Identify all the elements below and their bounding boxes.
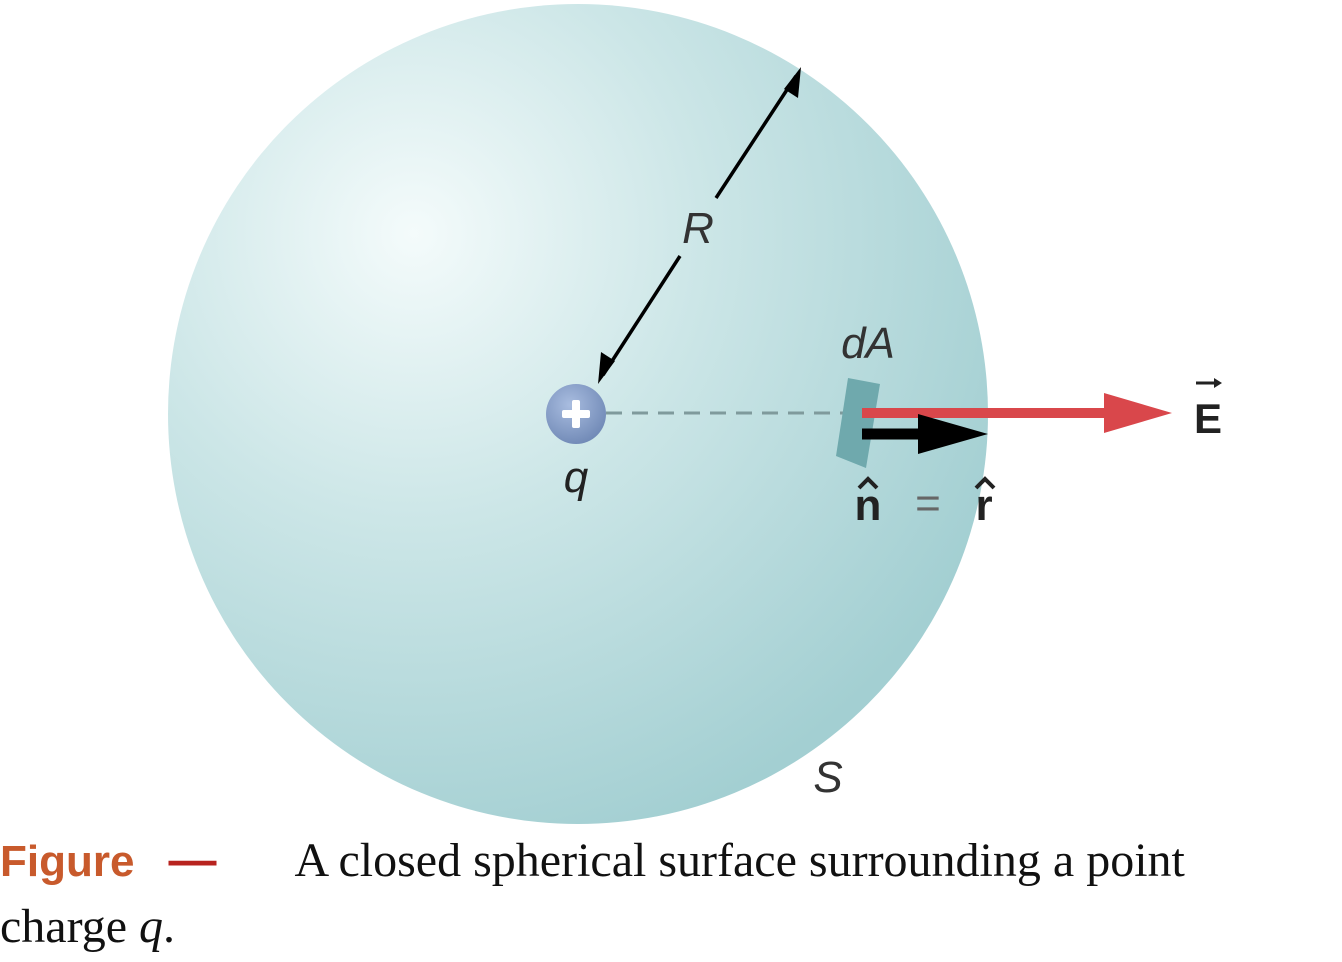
- caption-figure-label: Figure: [0, 837, 135, 886]
- radius-arrow-lower: [601, 255, 682, 376]
- radius-arrow-upper: [714, 75, 798, 199]
- caption-text-line2-prefix: charge: [0, 900, 140, 953]
- radius-label: R: [682, 204, 714, 253]
- field-vector-arrow-accent-head: [1214, 378, 1222, 388]
- r-hat-accent: [974, 476, 996, 490]
- normal-n-label: n: [855, 481, 882, 530]
- caption-charge-variable: q: [139, 900, 164, 953]
- caption-text-line1: A closed spherical surface surrounding a…: [294, 834, 1185, 887]
- caption-dash: —: [168, 834, 217, 887]
- field-vector-label: E: [1194, 395, 1222, 442]
- caption-line-1: Figure — A closed spherical surface surrou…: [0, 828, 1342, 894]
- charge-label: q: [564, 453, 589, 502]
- figure-caption: Figure — A closed spherical surface surrou…: [0, 828, 1342, 960]
- area-element-patch: [836, 378, 880, 468]
- caption-text-line2-suffix: .: [163, 900, 176, 953]
- normal-vector-arrowhead: [918, 414, 988, 454]
- area-element-label: dA: [841, 319, 895, 368]
- radius-arrowhead-lower: [598, 352, 615, 384]
- charge-plus-v: [572, 400, 580, 428]
- normal-equals-label: =: [915, 479, 941, 528]
- normal-r-label: r: [975, 481, 992, 530]
- electric-field-arrowhead: [1104, 393, 1172, 433]
- radius-arrowhead-upper: [784, 67, 801, 98]
- surface-label: S: [813, 753, 842, 802]
- caption-line-2: charge q.: [0, 894, 1342, 960]
- n-hat-accent: [857, 476, 879, 490]
